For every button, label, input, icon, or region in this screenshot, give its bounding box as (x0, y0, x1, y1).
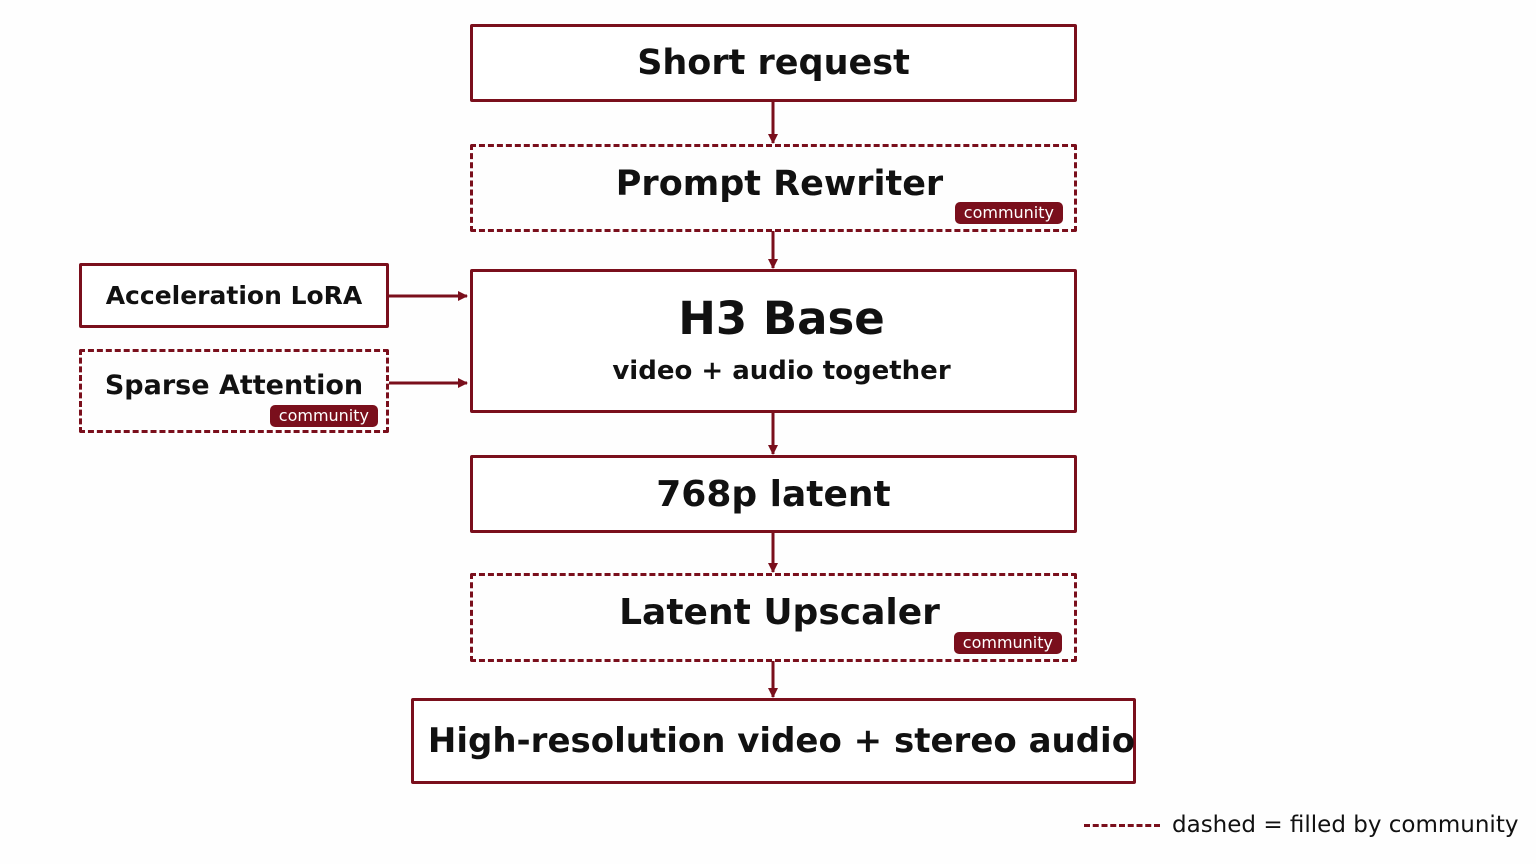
h3-base-node: H3 Base video + audio together (470, 269, 1077, 413)
community-badge: community (954, 202, 1063, 224)
sparse-attention-node: Sparse Attention community (79, 349, 389, 433)
short-request-node: Short request (470, 24, 1077, 102)
h3-base-title: H3 Base (678, 292, 885, 345)
latent-upscaler-title: Latent Upscaler (619, 592, 940, 633)
acceleration-lora-node: Acceleration LoRA (79, 263, 389, 328)
output-title: High-resolution video + stereo audio (427, 721, 1136, 761)
output-node: High-resolution video + stereo audio (411, 698, 1136, 784)
latent-768p-node: 768p latent (470, 455, 1077, 533)
community-badge: community (269, 405, 378, 427)
prompt-rewriter-node: Prompt Rewriter community (470, 144, 1077, 232)
acceleration-lora-title: Acceleration LoRA (105, 281, 363, 310)
legend-text: dashed = filled by community (1172, 812, 1519, 838)
short-request-title: Short request (637, 43, 910, 83)
legend-dashed-line (1084, 823, 1160, 827)
community-badge: community (953, 632, 1062, 654)
latent-768p-title: 768p latent (656, 473, 891, 515)
h3-base-subtitle: video + audio together (612, 356, 951, 386)
legend: dashed = filled by community (1084, 808, 1518, 842)
prompt-rewriter-title: Prompt Rewriter (615, 164, 944, 204)
sparse-attention-title: Sparse Attention (104, 369, 364, 401)
latent-upscaler-node: Latent Upscaler community (470, 573, 1077, 662)
